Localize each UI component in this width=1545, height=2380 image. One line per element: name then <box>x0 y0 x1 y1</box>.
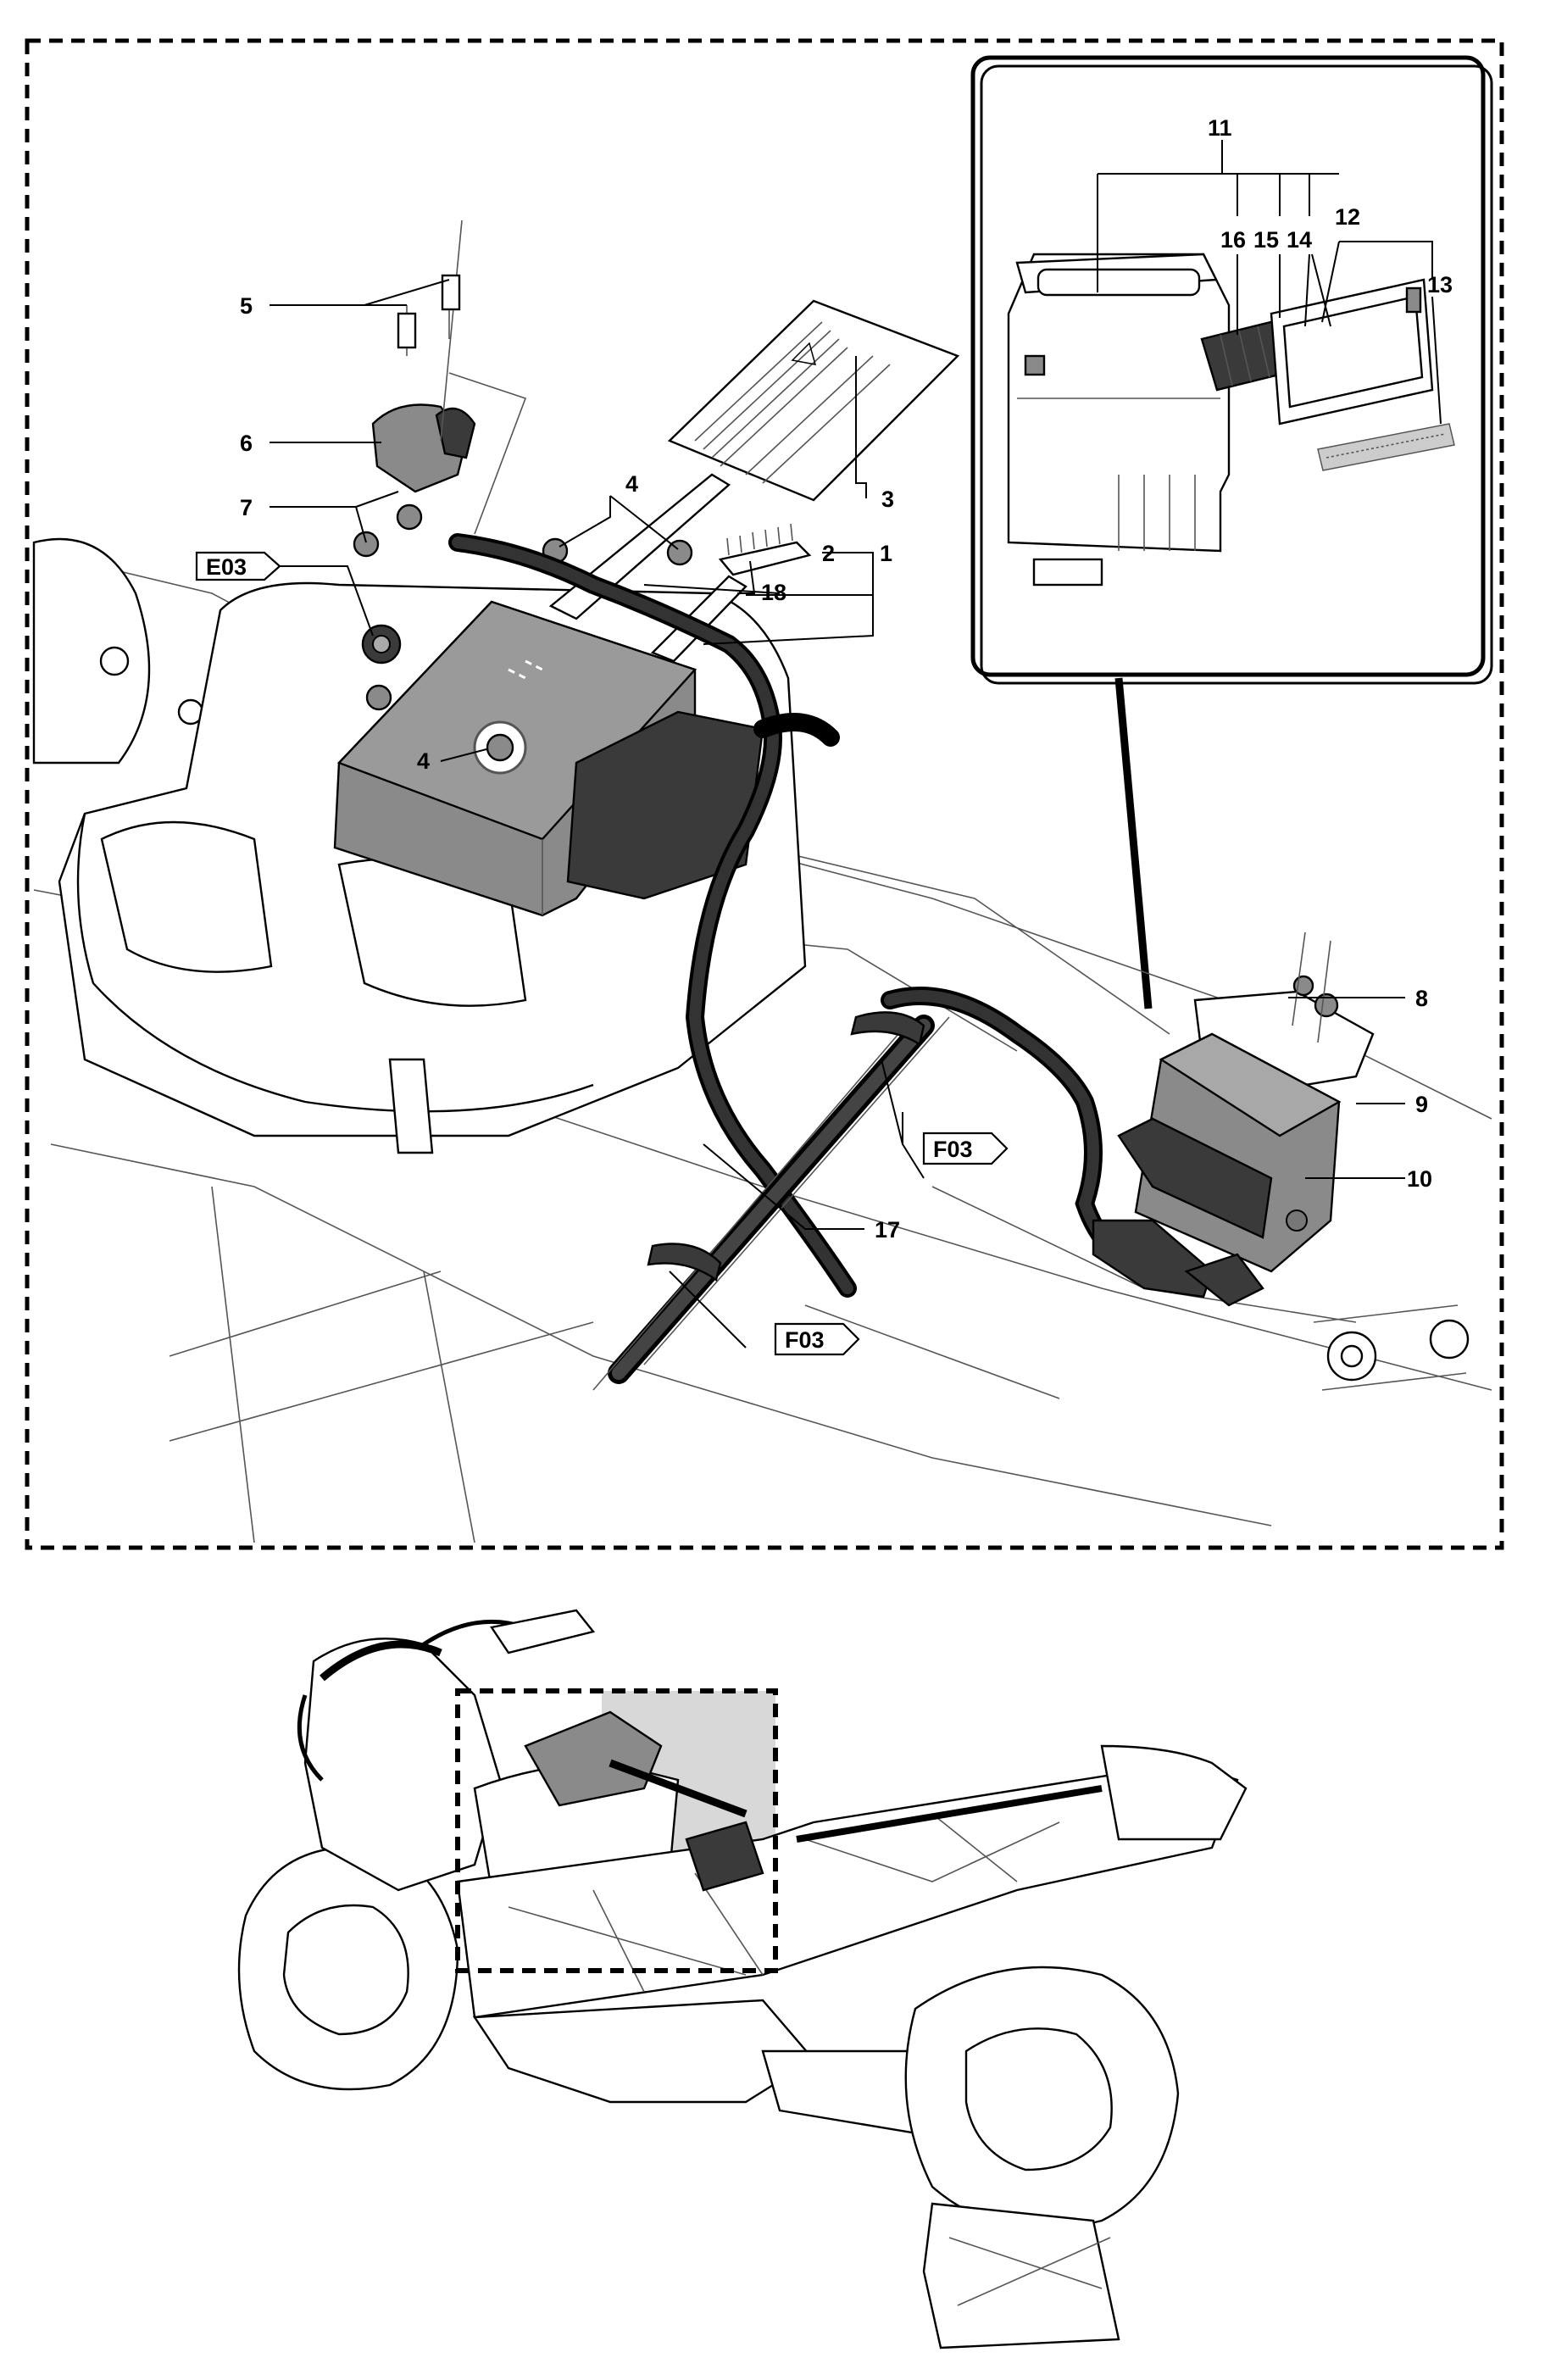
callout-13: 13 <box>1427 272 1453 298</box>
callout-2: 2 <box>822 541 835 566</box>
ecu-cover <box>1270 278 1434 425</box>
callout-9: 9 <box>1415 1092 1428 1117</box>
ecu-housing <box>1007 253 1231 587</box>
callout-18: 18 <box>761 580 786 605</box>
callout-17: 17 <box>875 1217 900 1243</box>
callout-7: 7 <box>240 495 253 520</box>
callout-14: 14 <box>1287 227 1312 253</box>
clamp <box>850 1011 925 1046</box>
callout-16: 16 <box>1220 227 1246 253</box>
callout-numbers: 1 2 3 4 4 5 6 7 8 9 10 11 12 13 14 15 16… <box>240 115 1453 1243</box>
ref-tag-f03-upper: F03 <box>933 1137 973 1162</box>
ref-tag-e03-box <box>195 551 281 581</box>
warning-label-decal <box>667 299 960 502</box>
callout-5: 5 <box>240 293 253 319</box>
inset-pointer <box>1114 677 1153 1009</box>
ecu-unit <box>1092 931 1375 1307</box>
clamp <box>647 1243 722 1282</box>
motorcycle-overview <box>237 1609 1248 2349</box>
inset-ecu-detail <box>970 55 1493 685</box>
nut <box>396 503 423 531</box>
callout-10: 10 <box>1407 1166 1432 1192</box>
callout-11: 11 <box>1208 115 1232 141</box>
ecu-seal-strip <box>1317 423 1455 471</box>
nut <box>365 684 392 711</box>
ref-tag-f03-lower-box <box>774 1322 860 1356</box>
ref-tag-e03: E03 <box>206 554 247 580</box>
ref-tag-f03-upper-box <box>922 1132 1009 1165</box>
detail-frame <box>25 38 1504 1550</box>
ref-tag-f03-lower: F03 <box>785 1327 825 1353</box>
callout-15: 15 <box>1253 227 1279 253</box>
callout-4-top: 4 <box>625 471 638 497</box>
callout-1: 1 <box>880 541 892 566</box>
callout-4-circled: 4 <box>417 748 430 774</box>
sensor-bracket <box>371 220 527 535</box>
reference-tags: E03 F03 F03 <box>195 551 1009 1356</box>
callout-3: 3 <box>881 487 894 512</box>
nut <box>353 531 380 558</box>
fuse-connector-block <box>566 710 764 900</box>
main-assembly <box>32 220 1492 1543</box>
callout-6: 6 <box>240 431 253 456</box>
callout-12: 12 <box>1335 204 1360 230</box>
callout-8: 8 <box>1415 986 1428 1011</box>
fuse-strip <box>718 541 812 576</box>
